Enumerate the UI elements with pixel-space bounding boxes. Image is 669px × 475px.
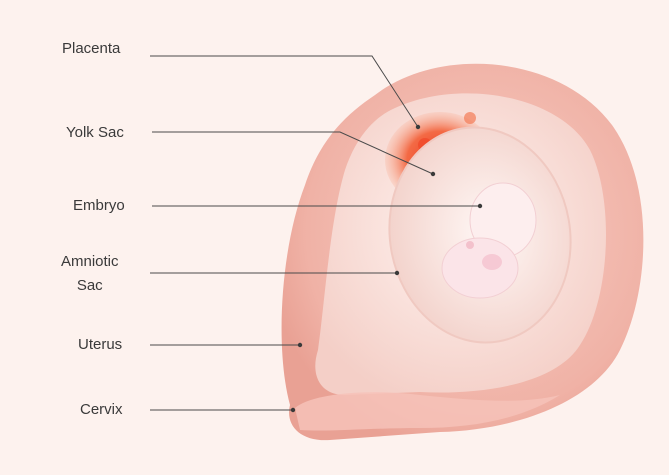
label-uterus: Uterus [78,333,122,357]
label-embryo: Embryo [73,194,125,218]
label-cervix: Cervix [80,398,123,422]
label-yolk-sac: Yolk Sac [66,121,124,145]
label-placenta: Placenta [62,37,120,61]
label-amniotic-sac: Amniotic Sac [61,250,119,298]
label-amniotic-line1: Amniotic [61,250,119,274]
label-amniotic-line2: Sac [61,274,119,298]
